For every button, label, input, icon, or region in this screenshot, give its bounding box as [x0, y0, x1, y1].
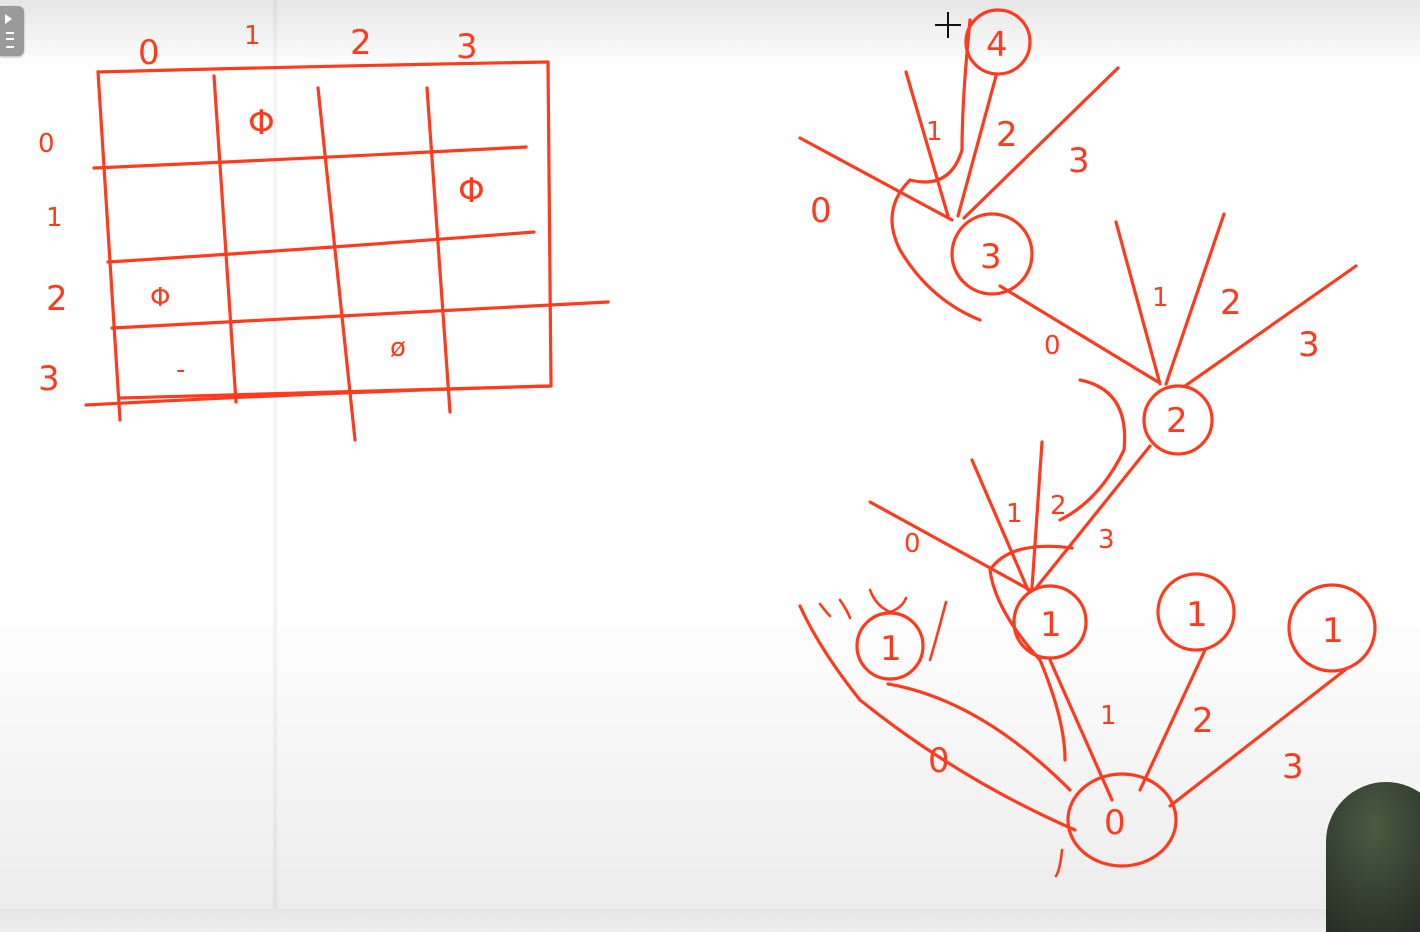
- edge-1-3: [1034, 444, 1152, 590]
- tick-d: [928, 600, 948, 662]
- edge-1-2: [1030, 440, 1044, 590]
- edge-3-2: [956, 74, 998, 218]
- mark-r1-c3: Φ: [458, 171, 485, 211]
- col-header-0: 0: [138, 33, 160, 73]
- menu-bars-icon: [6, 32, 14, 48]
- edge-0-tail: [1054, 848, 1064, 878]
- edge-2-0: [998, 284, 1160, 384]
- presenter-shoulder: [1326, 782, 1420, 932]
- edge-0-1b: [886, 682, 1072, 792]
- edge-1-1: [970, 458, 1030, 592]
- edge-label-low-0: 0: [904, 529, 921, 559]
- node-label-3: 3: [980, 237, 1002, 277]
- node-label-2: 2: [1166, 401, 1188, 441]
- grid-drawing: [84, 60, 610, 442]
- edge-label-top-3: 3: [1068, 141, 1090, 181]
- edge-2-3: [1183, 264, 1358, 388]
- grid-vline-2: [316, 86, 357, 442]
- grid-hline-3: [110, 300, 610, 330]
- tree-node-labels: 4 3 2 1 1 1 1 0: [880, 25, 1344, 843]
- node-label-4: 4: [986, 25, 1008, 65]
- grid-outline: [96, 60, 553, 400]
- tick-b: [838, 598, 852, 620]
- player-menu-button[interactable]: [0, 6, 24, 56]
- edge-label-bot-2: 2: [1192, 701, 1214, 741]
- edge-label-mid-1: 1: [1152, 283, 1169, 313]
- whiteboard-canvas[interactable]: 0 1 2 3 0 1 2 3 Φ Φ Φ - ø: [0, 0, 1420, 909]
- node-label-0: 0: [1104, 803, 1126, 843]
- edge-label-low-1: 1: [1006, 499, 1023, 529]
- edge-0-1: [1048, 658, 1114, 802]
- node-label-1: 1: [1040, 605, 1062, 645]
- grid-hline-1: [92, 145, 528, 170]
- node-label-1d: 1: [1322, 611, 1344, 651]
- row-header-2: 2: [46, 279, 68, 319]
- edge-label-top-0: 0: [810, 191, 832, 231]
- edge-3-0: [798, 136, 954, 222]
- edge-0-1d: [1168, 668, 1347, 808]
- mark-r3-c2: ø: [390, 333, 406, 363]
- edge-label-bot-0: 0: [928, 741, 950, 781]
- col-header-2: 2: [350, 23, 372, 63]
- node-circle-1: [1012, 584, 1088, 660]
- edge-0-1c: [1138, 648, 1207, 792]
- edge-label-low-3: 3: [1098, 525, 1115, 555]
- edge-3-3: [962, 66, 1120, 220]
- edge-2-loop: [1058, 378, 1127, 522]
- tree-drawing: [798, 8, 1377, 878]
- node-circle-0: [1066, 772, 1178, 868]
- grid-vline-3: [425, 86, 452, 414]
- col-header-3: 3: [456, 27, 478, 67]
- edge-label-bot-1: 1: [1100, 701, 1117, 731]
- edge-label-mid-0: 0: [1044, 331, 1061, 361]
- row-header-1: 1: [46, 203, 63, 233]
- grid-bottom-line: [84, 384, 552, 407]
- node-label-1b: 1: [880, 629, 902, 669]
- grid-col-headers: 0 1 2 3: [138, 21, 478, 73]
- mark-r3-c0: -: [176, 355, 185, 385]
- edge-label-bot-3: 3: [1282, 747, 1304, 787]
- col-header-1: 1: [244, 21, 261, 51]
- grid-hline-2: [106, 230, 536, 264]
- edge-3-1: [904, 70, 950, 218]
- edge-2-2: [1164, 212, 1226, 386]
- edge-0-0-loop: [798, 604, 1077, 832]
- edge-1-0: [868, 500, 1032, 592]
- node-circle-1c: [1156, 572, 1236, 652]
- node-label-1c: 1: [1186, 595, 1208, 635]
- tick-c: [868, 588, 908, 614]
- grid-vline-1: [212, 74, 238, 404]
- node-circle-4: [964, 8, 1032, 76]
- node-circle-1d: [1287, 583, 1377, 673]
- edge-3-loop: [890, 18, 982, 322]
- node-circle-3: [950, 212, 1034, 296]
- edge-1-loop: [988, 544, 1074, 762]
- grid-left-line: [96, 70, 122, 422]
- grid-row-headers: 0 1 2 3: [38, 129, 68, 399]
- mark-r2-c0: Φ: [150, 283, 170, 313]
- row-header-3: 3: [38, 359, 60, 399]
- row-header-0: 0: [38, 129, 55, 159]
- edge-label-top-2: 2: [996, 115, 1018, 155]
- node-circle-2: [1142, 384, 1214, 456]
- edge-2-1: [1114, 220, 1162, 386]
- edge-label-low-2: 2: [1050, 491, 1067, 521]
- board-divider: [272, 0, 278, 909]
- edge-label-top-1: 1: [926, 117, 943, 147]
- mark-r0-c1: Φ: [248, 103, 275, 143]
- tick-a: [818, 602, 832, 618]
- play-menu-icon: [5, 14, 12, 24]
- grid-marks: Φ Φ Φ - ø: [150, 103, 485, 385]
- tree-edge-labels: 0 1 2 3 0 1 2 3 0 1 2 3 0 1 2 3: [810, 115, 1320, 787]
- edge-label-mid-2: 2: [1220, 283, 1242, 323]
- crosshair-plus-icon: [935, 12, 961, 38]
- edge-label-mid-3: 3: [1298, 325, 1320, 365]
